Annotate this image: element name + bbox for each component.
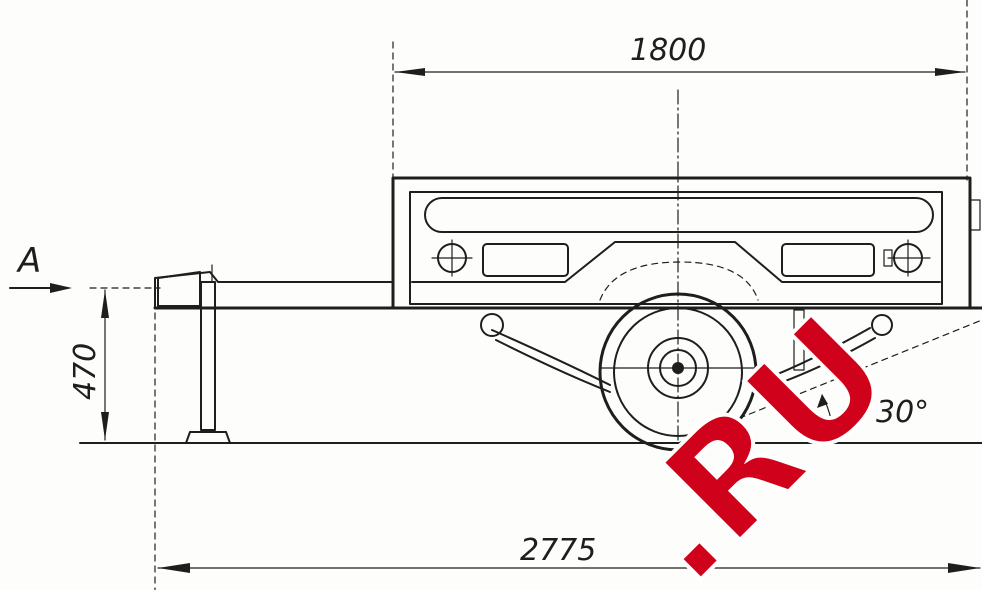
coupling-head xyxy=(157,271,201,307)
front-spring-eye xyxy=(480,313,504,337)
dimension-arrow xyxy=(158,563,190,573)
dimension-arrow xyxy=(948,563,980,573)
dimension-arrow xyxy=(935,68,965,76)
left-reflector-icon xyxy=(431,239,473,277)
left-tail-lamp xyxy=(482,243,569,277)
leaf-spring-front-lower xyxy=(495,339,611,393)
view-marker-arrowhead xyxy=(50,283,72,293)
stiffening-rib xyxy=(424,197,934,233)
view-marker-label: A xyxy=(16,241,41,281)
leaf-spring-front xyxy=(491,329,611,386)
departure-line xyxy=(677,319,982,444)
jack-foot xyxy=(185,431,231,444)
shock-absorber xyxy=(793,309,805,371)
wheel-arch-outline xyxy=(411,241,941,283)
overall-length-label: 2775 xyxy=(520,533,596,568)
leaf-spring-rear xyxy=(757,327,871,383)
leaf-spring-rear-lower xyxy=(759,337,876,391)
wheel xyxy=(598,292,761,452)
body-length-label: 1800 xyxy=(630,33,706,68)
angle-arrow xyxy=(817,394,828,408)
wheel-arch-hidden-line xyxy=(599,261,759,301)
drawbar xyxy=(154,271,394,309)
drawbar-height-label: 470 xyxy=(68,343,103,400)
right-reflector-icon xyxy=(883,239,931,277)
right-tail-lamp xyxy=(781,243,875,277)
rear-latch xyxy=(969,199,981,231)
side-panel xyxy=(409,191,943,305)
dimension-arrow xyxy=(101,412,109,440)
departure-angle-label: 30° xyxy=(876,395,929,430)
dimension-arrow xyxy=(395,68,425,76)
rear-spring-eye xyxy=(871,314,893,336)
support-jack xyxy=(200,281,216,431)
dimension-arrow xyxy=(101,290,109,318)
